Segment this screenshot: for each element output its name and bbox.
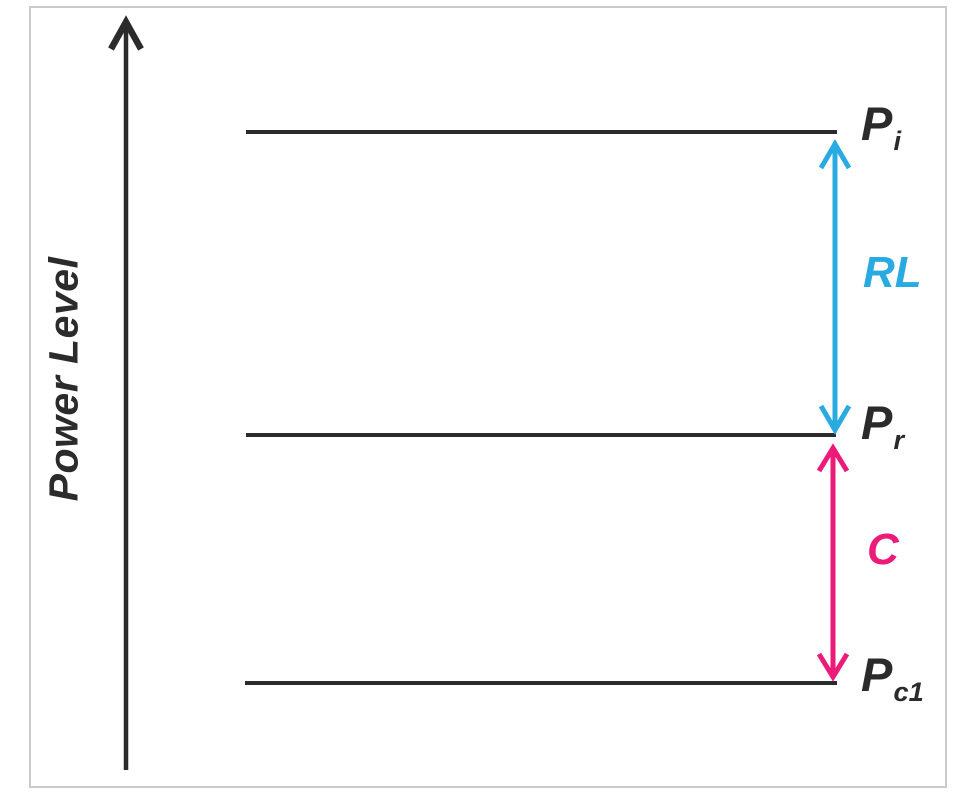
coupling-arrow [816, 443, 850, 682]
power-axis [108, 15, 144, 770]
coupling-label: C [867, 525, 899, 574]
coupled-power-symbol: P [861, 648, 893, 701]
return-loss-arrow [818, 139, 852, 435]
return-loss-label: RL [863, 248, 922, 297]
incident-power-subscript: i [893, 125, 902, 157]
coupling-arrowhead-down-icon [816, 652, 850, 682]
coupled-power-subscript: c1 [893, 676, 924, 708]
incident-power-symbol: P [861, 97, 893, 150]
power-level-axis-label: Power Level [40, 256, 87, 502]
return-loss-arrowhead-down-icon [818, 404, 852, 435]
power-axis-arrowhead-icon [108, 15, 144, 51]
reflected-power-subscript: r [893, 424, 905, 456]
reflected-power-symbol: P [861, 396, 893, 449]
coupled-power-label: Pc1 [861, 648, 924, 705]
reflected-power-label: Pr [861, 396, 904, 453]
incident-power-label: Pi [861, 97, 901, 154]
coupling-arrowhead-up-icon [816, 443, 850, 473]
diagram-frame [29, 6, 947, 788]
return-loss-arrowhead-up-icon [818, 139, 852, 170]
